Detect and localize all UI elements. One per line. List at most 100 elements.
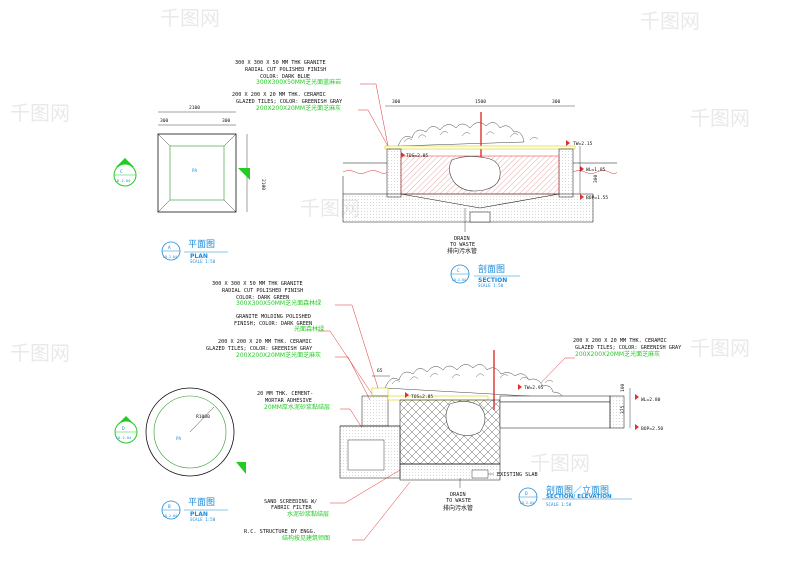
- tag-letter: A: [168, 245, 171, 251]
- dim-right: 300: [552, 99, 561, 105]
- note2-cn: 光面森林绿: [294, 325, 324, 333]
- tag-letter: B: [168, 504, 171, 510]
- drain-line: DRAIN: [454, 236, 470, 242]
- planter-inner-ring: [153, 395, 227, 469]
- note1-line: RADIAL CUT POLISHED FINISH: [245, 67, 326, 73]
- note5-cn: 水泥砂浆黏结层: [287, 510, 329, 518]
- dim-inner-left: 300: [160, 118, 169, 124]
- note-right-cn: 200X200X20MM芝光面芝麻灰: [575, 350, 660, 358]
- note1-cn: 300X300X50MM芝光面蓝麻岩: [256, 78, 341, 86]
- drain-line: TO WASTE: [446, 498, 471, 504]
- tag-code: LD-2.04: [163, 514, 177, 518]
- section-marker-arrow-right: [236, 462, 246, 474]
- level-tw: TW=2.95: [524, 385, 544, 391]
- marker-code: LD-2.04: [115, 179, 130, 183]
- note1-line: 300 X 300 X 50 MM THK GRANITE: [212, 281, 303, 287]
- watermark-text: 千图网: [690, 106, 750, 130]
- note2-line: GRANITE MOLDING POLISHED: [236, 314, 311, 320]
- plan-a-title-cn: 平面图: [188, 239, 215, 250]
- existing-slab-label: EXISTING SLAB: [497, 472, 538, 478]
- shrub-foliage: [384, 364, 564, 399]
- section-d-scale: SCALE 1:50: [546, 502, 572, 507]
- note3-line: 200 X 200 X 20 MM THK. CERAMIC: [218, 339, 312, 345]
- marker-code: LD-2.04: [116, 436, 131, 440]
- marker-letter: D: [122, 426, 125, 432]
- section-c-title-cn: 剖面图: [478, 263, 505, 275]
- tag-letter: C: [457, 268, 460, 274]
- marker-letter: C: [120, 169, 123, 175]
- dim-b: 375: [620, 405, 626, 414]
- note2-cn: 200X200X20MM芝光面芝麻灰: [256, 104, 341, 112]
- dim-a: 65: [377, 368, 383, 374]
- level-bop: BOP=1.55: [586, 195, 608, 201]
- tag-code: LD-2.04: [452, 278, 466, 282]
- note-right-line: GLAZED TILES; COLOR: GREENISH GRAY: [575, 345, 682, 351]
- drain-line: TO WASTE: [450, 242, 475, 248]
- note6-cn: 结构按见建筑师图: [282, 534, 330, 542]
- plan-a: PA 2100 300 300 2100 C LD-2.04 A LD-2.04…: [113, 105, 266, 264]
- note4-line: 20 MM THK. CEMENT-: [257, 391, 313, 397]
- note5-line: FABRIC FILTER: [271, 505, 312, 511]
- watermark-text: 千图网: [10, 101, 70, 125]
- plan-b-title-cn: 平面图: [188, 497, 215, 508]
- dim-top: 2100: [189, 105, 200, 111]
- radius-label: R1000: [196, 414, 210, 420]
- level-tos: TOS=2.85: [411, 394, 433, 400]
- tag-code: LD-2.04: [520, 501, 534, 505]
- shrub-foliage: [397, 122, 525, 147]
- watermark-layer: 千图网 千图网 千图网 千图网 千图网 千图网 千图网 千图网: [10, 6, 750, 475]
- tag-letter: D: [525, 491, 528, 497]
- note1-line: COLOR: DARK BLUE: [260, 74, 310, 80]
- watermark-text: 千图网: [530, 451, 590, 475]
- note2-line: GLAZED TILES; COLOR: GREENISH GRAY: [236, 99, 343, 105]
- section-d: 300 X 300 X 50 MM THK GRANITE RADIAL CUT…: [206, 281, 682, 542]
- note1-line: RADIAL CUT POLISHED FINISH: [222, 288, 303, 294]
- note1-cn: 300X300X50MM芝光面森林绿: [236, 299, 321, 307]
- plan-b-scale: SCALE 1:50: [190, 517, 216, 522]
- plan-b: R1000 PA D LD-2.04 B LD-2.04 平面图 PLAN SC…: [114, 387, 246, 522]
- tag-code: LD-2.04: [163, 255, 177, 259]
- base-slab: [342, 193, 594, 223]
- watermark-text: 千图网: [10, 341, 70, 365]
- plan-a-label: PA: [192, 168, 198, 173]
- coping-top: [384, 145, 576, 150]
- dim-depth: 300: [593, 174, 599, 183]
- dim-left: 300: [392, 99, 401, 105]
- note1-line: COLOR: DARK GREEN: [236, 295, 289, 301]
- section-c: 300 X 300 X 50 MM THK GRANITE RADIAL CUT…: [232, 60, 618, 288]
- note1-line: 300 X 300 X 50 MM THK GRANITE: [235, 60, 326, 66]
- drain-cn: 排向污水管: [447, 247, 477, 255]
- plan-a-inner: [169, 145, 225, 201]
- section-d-title-en: SECTION/ ELEVATION: [546, 494, 612, 500]
- dim-right: 2100: [260, 179, 266, 190]
- planter-outer-ring: [145, 387, 235, 477]
- level-tw: TW=2.15: [573, 141, 593, 147]
- root-ball: [445, 401, 486, 436]
- plan-a-scale: SCALE 1:50: [190, 259, 216, 264]
- dim-mid: 1500: [475, 99, 486, 105]
- section-c-scale: SCALE 1:50: [478, 283, 504, 288]
- section-c-title-en: SECTION: [478, 277, 507, 284]
- plan-a-outer: [157, 133, 237, 213]
- drain-cn: 排向污水管: [443, 504, 473, 512]
- plan-b-label: PA: [176, 436, 182, 441]
- note4-line: MORTAR ADHESIVE: [265, 398, 312, 404]
- plan-b-title-en: PLAN: [190, 511, 208, 518]
- watermark-text: 千图网: [160, 6, 220, 30]
- note2-line: 200 X 200 X 20 MM THK. CERAMIC: [232, 92, 326, 98]
- section-marker-arrow-right: [238, 168, 250, 180]
- note4-cn: 20MM厚水泥砂浆黏结层: [264, 403, 330, 411]
- level-wl: WL=2.80: [641, 397, 661, 403]
- drain-line: DRAIN: [450, 492, 466, 498]
- section-d-title-cn: 剖面图／立面图: [546, 484, 609, 496]
- note5-line: SAND SCREEDING W/: [264, 499, 317, 505]
- note3-cn: 200X200X20MM芝光面芝麻灰: [236, 351, 321, 359]
- note3-line: GLAZED TILES; COLOR: GREENISH GRAY: [206, 346, 313, 352]
- drain-pit: [469, 211, 491, 223]
- level-wl: WL=1.85: [586, 167, 606, 173]
- note2-line: FINISH; COLOR: DARK GREEN: [234, 321, 312, 327]
- level-bop: BOP=2.50: [641, 426, 663, 432]
- dim-c: 100: [620, 383, 626, 392]
- root-ball: [449, 156, 501, 192]
